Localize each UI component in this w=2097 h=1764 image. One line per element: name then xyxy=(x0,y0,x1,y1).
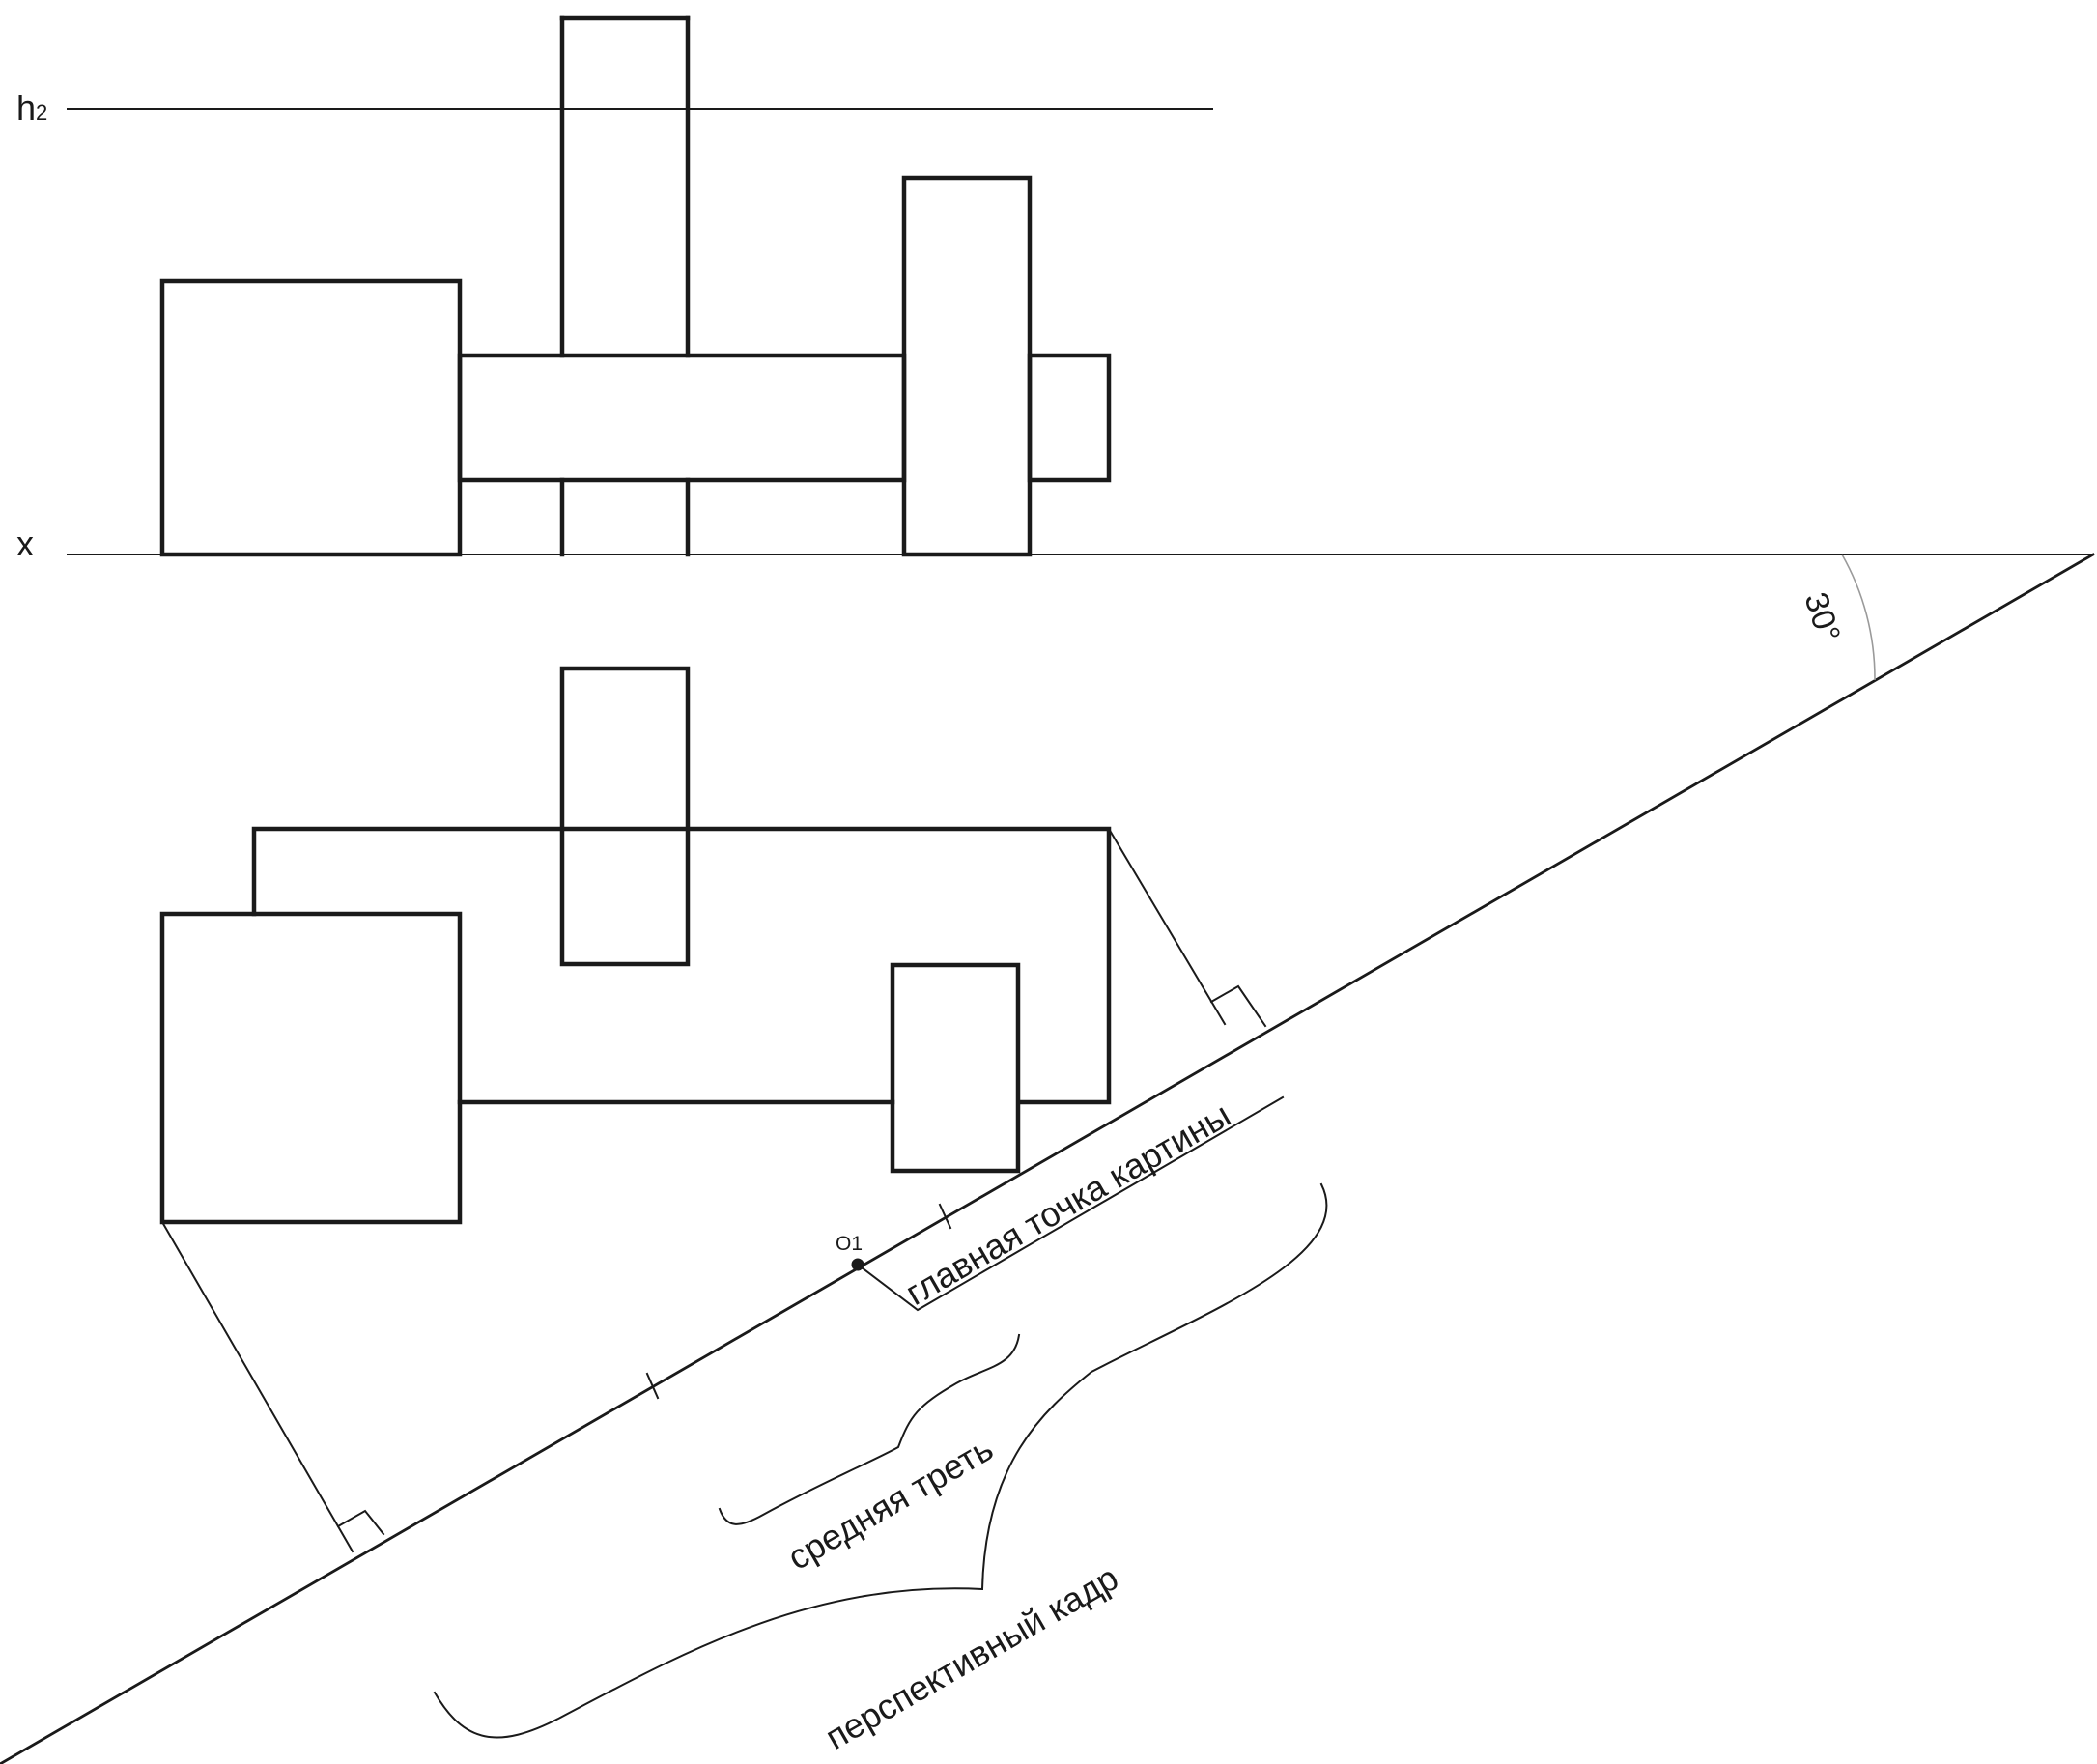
perpendicular-left xyxy=(160,1220,354,1553)
x-axis-label: x xyxy=(16,524,34,563)
third-tick-right xyxy=(938,1203,952,1230)
principal-point-leader xyxy=(856,1095,1285,1312)
angle-label: 30° xyxy=(1797,588,1847,647)
front-view-shapes xyxy=(159,15,1112,557)
right-angle-mark-right xyxy=(1209,984,1267,1028)
front-small-right-block xyxy=(1027,353,1112,483)
front-connecting-bar xyxy=(457,353,907,483)
plan-tower xyxy=(559,666,691,967)
horizon-label: h2 xyxy=(16,88,47,128)
labels: h2 x 30° O1 главная точка картины средня… xyxy=(16,88,1847,1757)
picture-plane-line xyxy=(0,553,2095,1764)
middle-third-brace xyxy=(718,1333,1021,1525)
picture-plane xyxy=(0,553,2095,1764)
perspective-frame-brace xyxy=(433,1182,1328,1739)
right-angle-mark-left xyxy=(336,1509,385,1536)
plan-right-block xyxy=(890,962,1021,1174)
perspective-frame-label: перспективный кадр xyxy=(819,1557,1125,1757)
plan-view xyxy=(159,666,1112,1225)
plan-left-block xyxy=(159,911,463,1225)
horizon-label-subscript: 2 xyxy=(36,100,47,125)
principal-point-label: главная точка картины xyxy=(899,1095,1237,1313)
front-left-block xyxy=(159,278,463,557)
horizon-label-main: h xyxy=(16,88,36,128)
third-tick-left xyxy=(645,1372,660,1400)
front-view xyxy=(67,15,2094,557)
point-o1-label: O1 xyxy=(836,1233,863,1255)
angle-arc xyxy=(1841,554,1876,681)
perpendicular-right xyxy=(1107,827,1227,1026)
front-right-tower xyxy=(901,175,1033,557)
